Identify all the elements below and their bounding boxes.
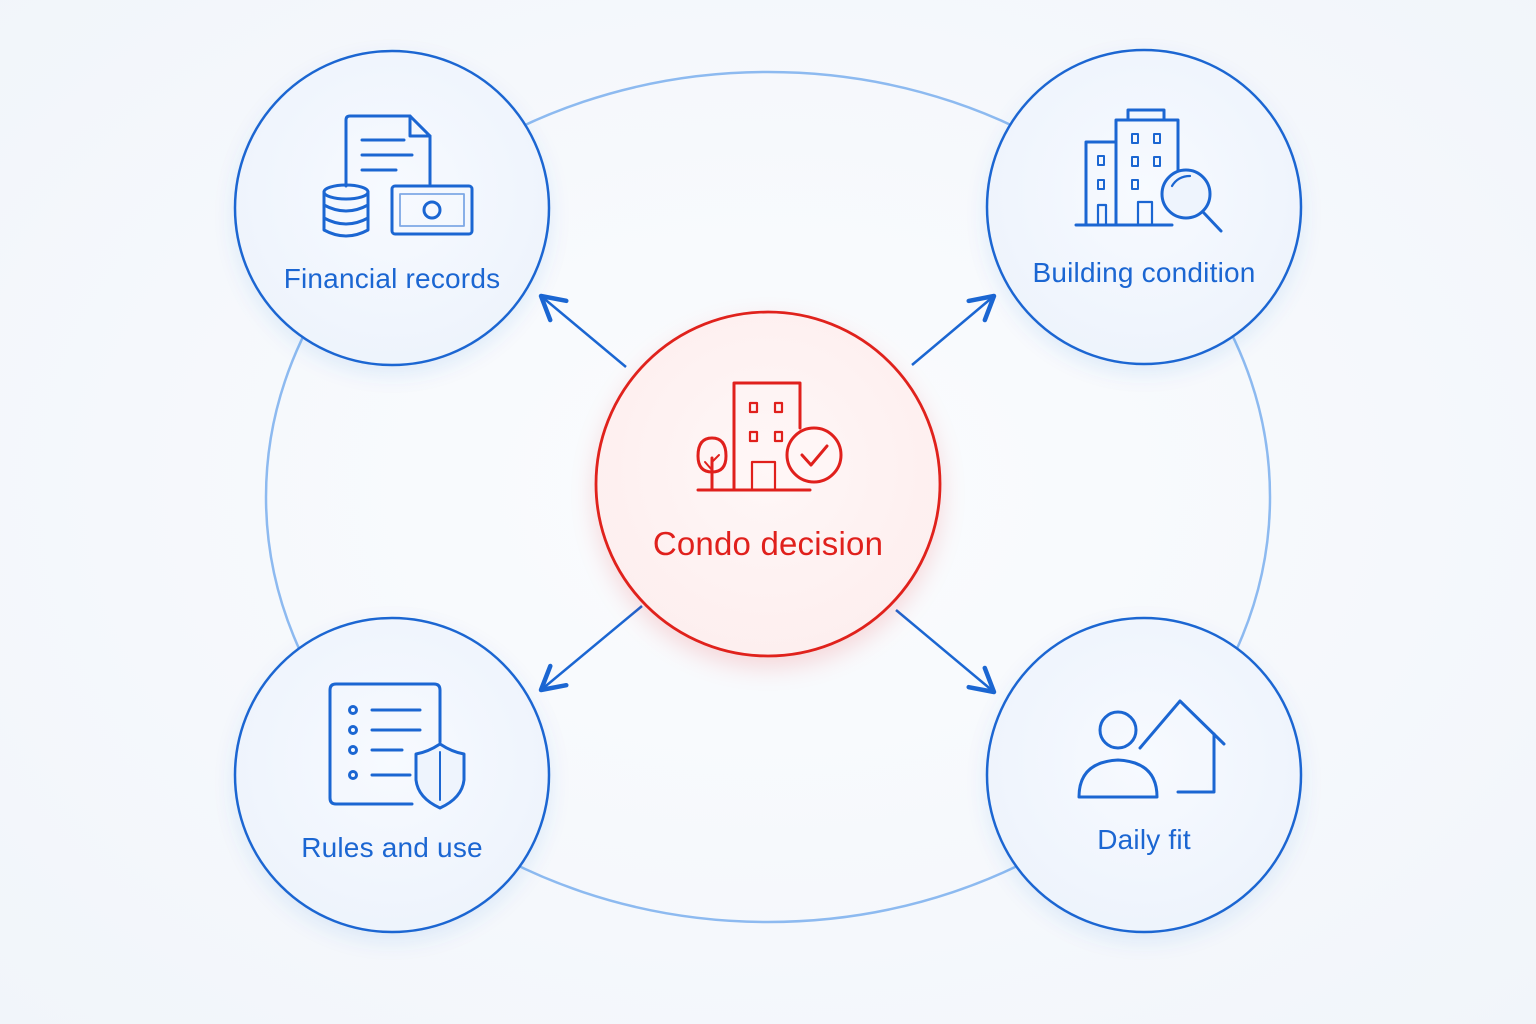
factor-node-financial-records: Financial records bbox=[233, 49, 551, 367]
rules-checklist-shield-icon bbox=[328, 682, 466, 810]
factor-label-rules-and-use: Rules and use bbox=[301, 832, 483, 863]
outer-cycle-ring bbox=[264, 70, 1272, 924]
arrow-to-building-condition bbox=[911, 293, 997, 366]
factor-label-daily-fit: Daily fit bbox=[1097, 824, 1191, 855]
arrow-to-daily-fit bbox=[895, 609, 997, 695]
factor-node-daily-fit: Daily fit bbox=[985, 616, 1303, 934]
condo-building-check-icon bbox=[696, 381, 843, 492]
financial-documents-money-icon bbox=[322, 114, 474, 238]
factor-node-rules-and-use: Rules and use bbox=[233, 616, 551, 934]
center-label-condo-decision: Condo decision bbox=[653, 525, 883, 562]
factor-node-building-condition: Building condition bbox=[985, 48, 1303, 366]
person-home-icon bbox=[1077, 699, 1226, 799]
arrow-to-financial-records bbox=[538, 293, 627, 368]
factor-label-financial-records: Financial records bbox=[284, 263, 501, 294]
arrow-to-rules-and-use bbox=[538, 605, 643, 693]
connector-arrows bbox=[538, 293, 997, 695]
building-inspection-icon bbox=[1074, 108, 1223, 233]
center-node-condo-decision: Condo decision bbox=[594, 310, 942, 658]
factor-label-building-condition: Building condition bbox=[1032, 257, 1255, 288]
